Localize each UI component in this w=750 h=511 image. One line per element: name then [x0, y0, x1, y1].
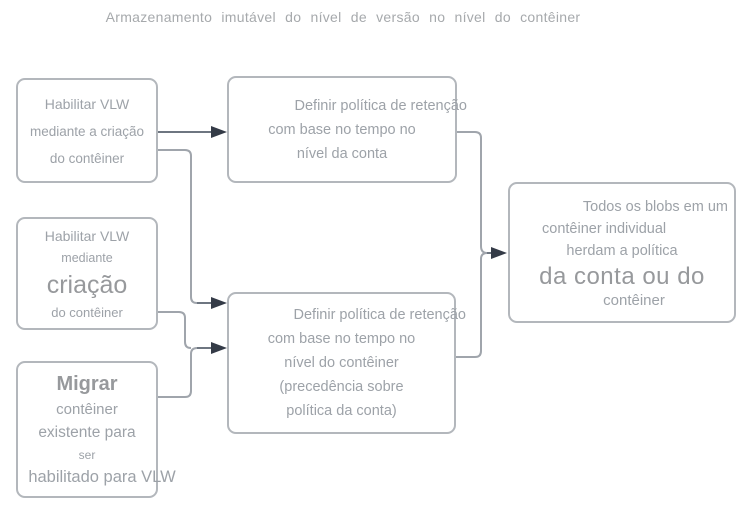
node-line: (precedência sobre	[279, 379, 404, 395]
node-enable-vlw-on-creation: Habilitar VLW mediante a criação do cont…	[16, 78, 158, 183]
node-line: nível do contêiner	[284, 355, 399, 371]
arrowhead-container-policy-top-icon	[211, 297, 227, 309]
node-line: criação	[46, 270, 128, 299]
connector-box2-to-container-policy	[156, 311, 192, 349]
node-line: com base no tempo no	[268, 121, 416, 138]
node-line: política da conta)	[286, 403, 397, 419]
node-line: Migrar	[56, 372, 118, 395]
node-migrate-existing-container: Migrar contêiner existente para ser habi…	[16, 361, 176, 498]
node-line: Habilitar VLW	[44, 95, 130, 112]
node-line: contêiner	[603, 291, 665, 309]
node-account-retention-policy: Definir política de retenção com base no…	[227, 76, 467, 183]
node-line: do contêiner	[49, 150, 125, 166]
connector-box1-to-container-policy	[157, 149, 198, 304]
node-line: herdam a política	[566, 242, 678, 259]
node-line: ser	[78, 447, 96, 462]
node-line: do contêiner	[51, 304, 123, 320]
diagram-title: Armazenamento imutável do nível de versã…	[105, 9, 581, 25]
node-line: nível da conta	[296, 145, 388, 162]
node-line: Habilitar VLW	[44, 227, 130, 244]
node-enable-vlw-via-creation: Habilitar VLW mediante criação do contêi…	[16, 217, 158, 330]
arrowhead-container-policy-bottom-icon	[211, 342, 227, 354]
node-line: habilitado para VLW	[28, 467, 176, 486]
node-line: Definir política de retenção	[293, 307, 467, 323]
node-container-retention-policy: Definir política de retenção com base no…	[227, 292, 466, 434]
node-line: existente para	[38, 423, 136, 441]
arrowhead-account-policy-icon	[211, 126, 227, 138]
node-line: Todos os blobs em um	[582, 198, 728, 215]
connector-box3-to-container-policy	[157, 347, 198, 398]
node-line: mediante a criação	[29, 123, 145, 139]
node-line: Definir política de retenção	[294, 97, 468, 114]
node-line: da conta ou do	[539, 262, 705, 290]
connector-account-policy-to-inherit	[457, 131, 488, 254]
node-line: com base no tempo no	[267, 331, 416, 347]
node-line: contêiner individual	[542, 220, 667, 237]
node-line: mediante	[61, 250, 113, 265]
node-line: contêiner	[56, 400, 118, 418]
arrowhead-inherit-box-icon	[491, 247, 507, 259]
node-blobs-inherit-policy: Todos os blobs em um contêiner individua…	[508, 182, 736, 323]
